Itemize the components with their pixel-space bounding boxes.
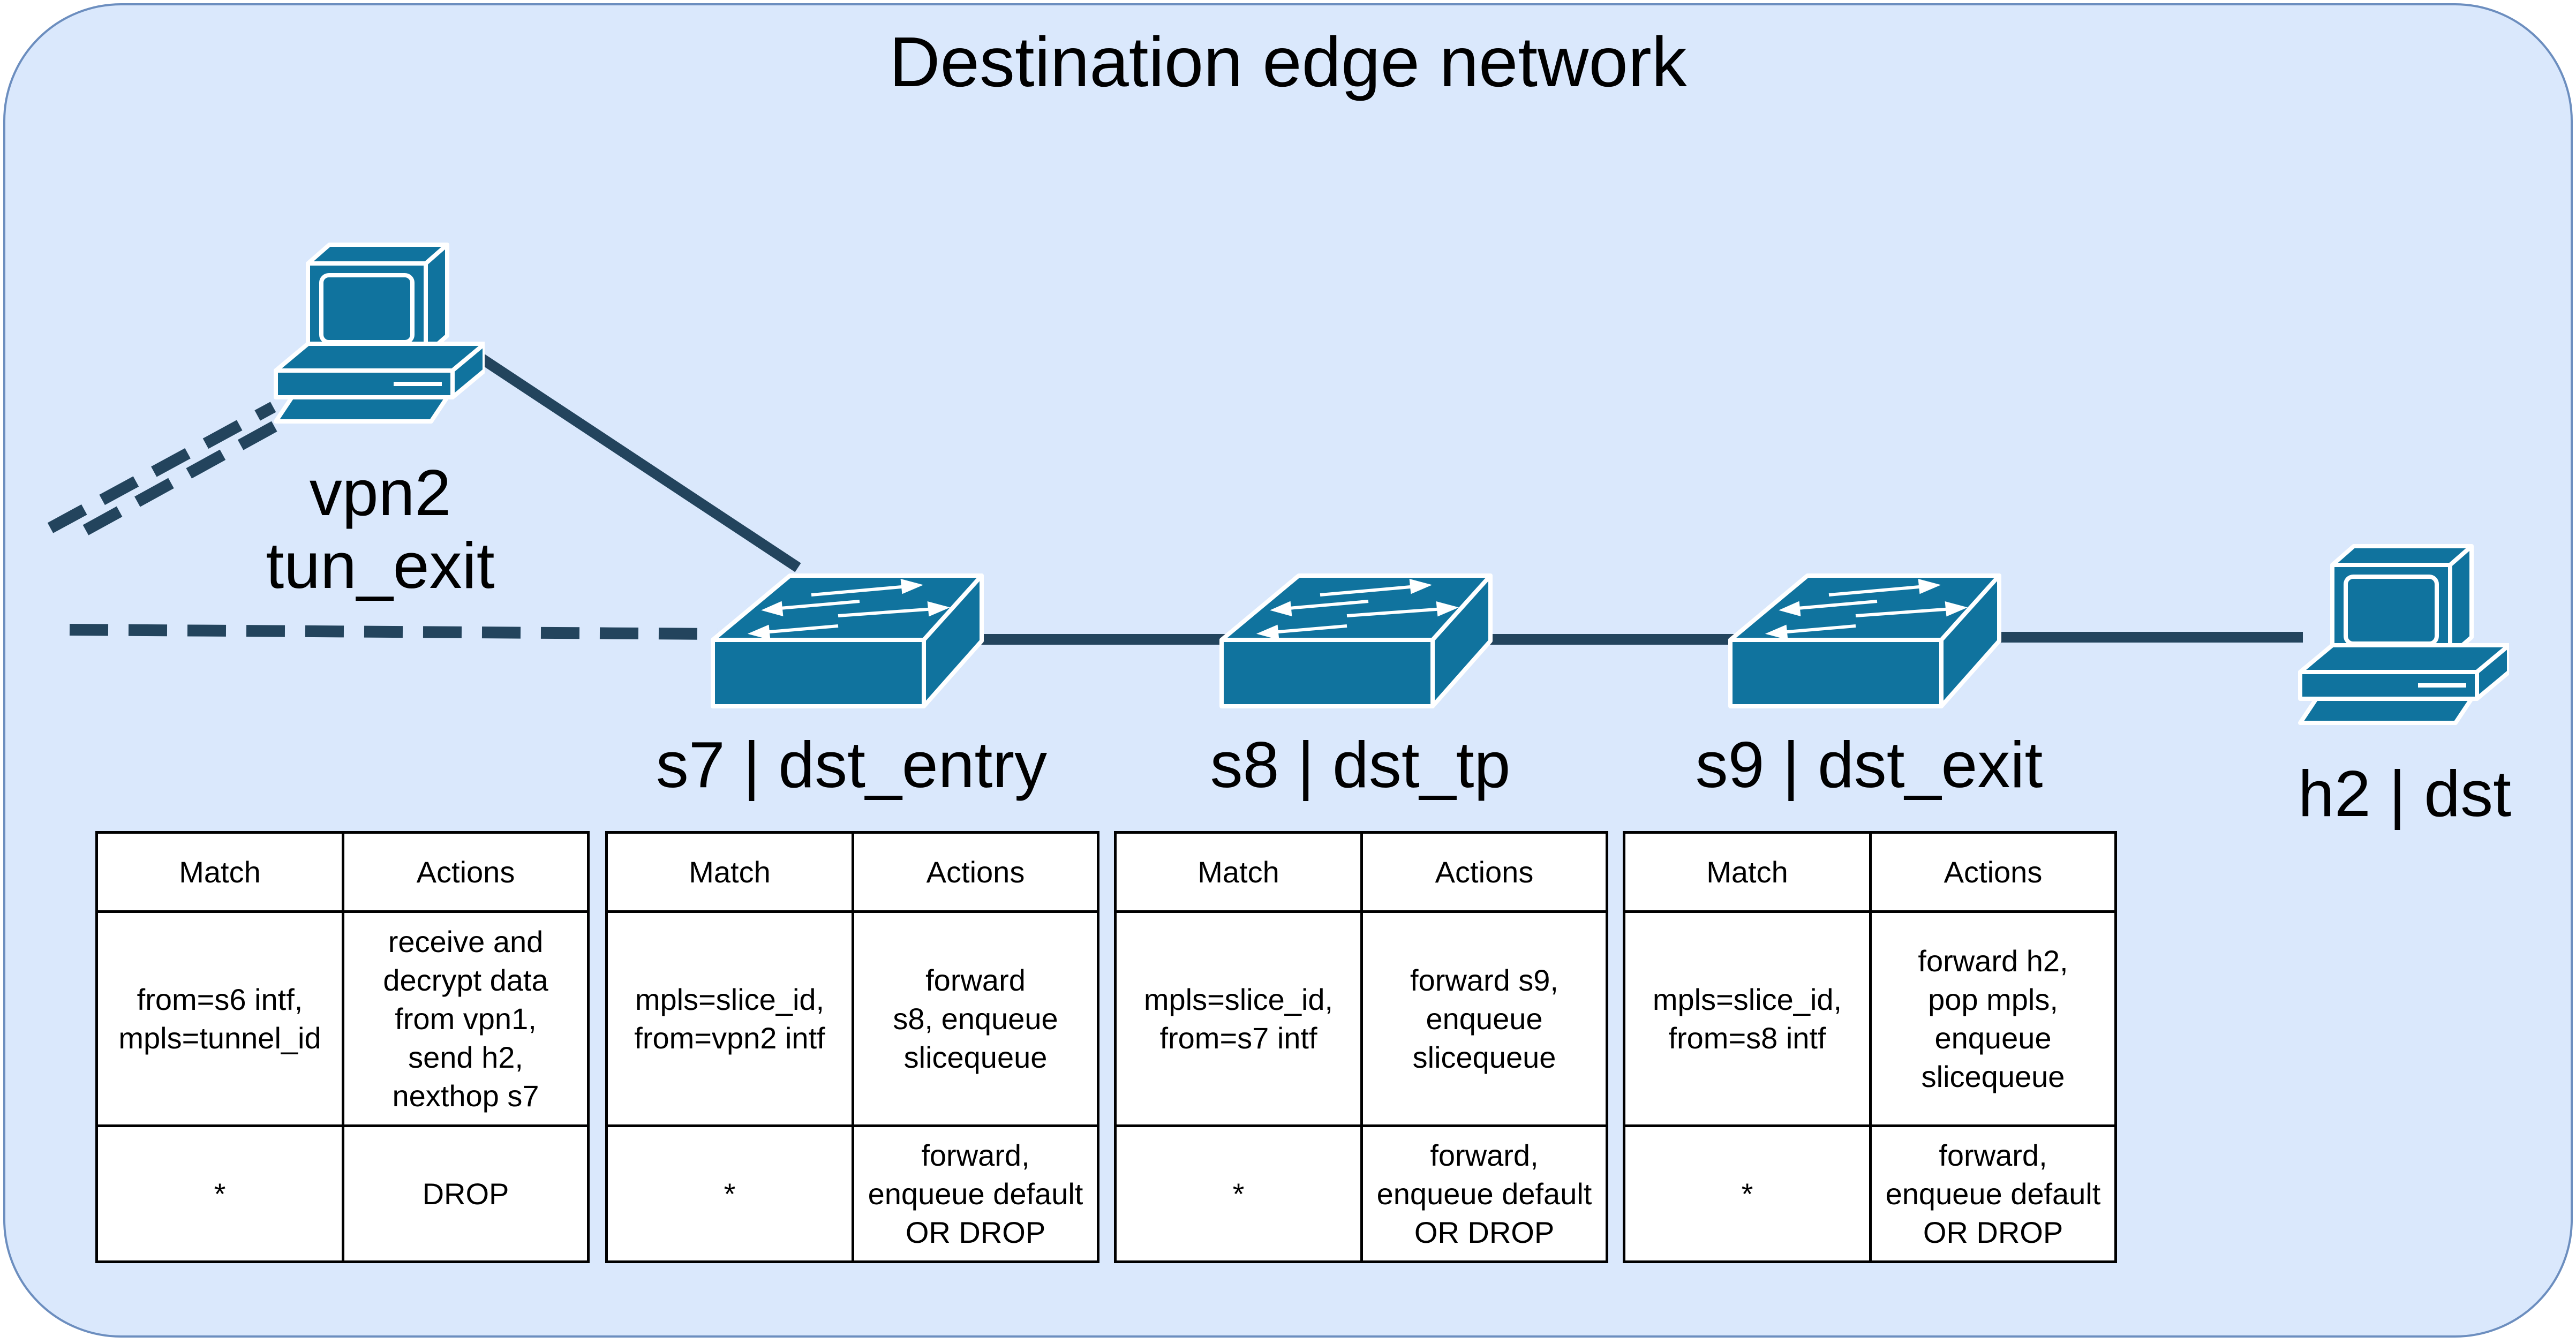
- link-external-vpn2-c: [82, 407, 303, 535]
- table-cell-match: mpls=slice_id, from=vpn2 intf: [605, 910, 854, 1127]
- table-header-match: Match: [605, 831, 854, 913]
- link-vpn2-s7: [479, 354, 801, 572]
- flow-table-s7: Match Actions mpls=slice_id, from=vpn2 i…: [605, 831, 1099, 1263]
- table-header-match: Match: [1114, 831, 1363, 913]
- table-cell-actions: forward, enqueue default OR DROP: [852, 1124, 1099, 1263]
- table-cell-actions: DROP: [342, 1124, 590, 1263]
- switch-icon: [1728, 573, 2001, 708]
- table-header-actions: Actions: [1869, 831, 2117, 913]
- link-external-vpn2-a: [47, 402, 276, 533]
- table-cell-actions: forward, enqueue default OR DROP: [1869, 1124, 2117, 1263]
- table-cell-actions: forward s9, enqueue slicequeue: [1360, 910, 1608, 1127]
- link-external-s7: [69, 624, 718, 640]
- table-cell-match: mpls=slice_id, from=s8 intf: [1623, 910, 1872, 1127]
- table-header-actions: Actions: [342, 831, 590, 913]
- flow-table-s9: Match Actions mpls=slice_id, from=s8 int…: [1623, 831, 2117, 1263]
- node-label-h2: h2 | dst: [2298, 757, 2511, 830]
- node-label-s8: s8 | dst_tp: [1210, 728, 1511, 801]
- flow-table-vpn2: Match Actions from=s6 intf, mpls=tunnel_…: [95, 831, 590, 1263]
- table-cell-actions: receive and decrypt data from vpn1, send…: [342, 910, 590, 1127]
- table-cell-actions: forward, enqueue default OR DROP: [1360, 1124, 1608, 1263]
- table-cell-actions: forward s8, enqueue slicequeue: [852, 910, 1099, 1127]
- table-header-actions: Actions: [852, 831, 1099, 913]
- table-header-match: Match: [95, 831, 344, 913]
- node-label-s7: s7 | dst_entry: [656, 728, 1048, 801]
- workstation-icon: [274, 243, 485, 424]
- table-cell-match: *: [1623, 1124, 1872, 1263]
- table-cell-actions: forward h2, pop mpls, enqueue slicequeue: [1869, 910, 2117, 1127]
- switch-icon: [711, 573, 984, 708]
- table-cell-match: from=s6 intf, mpls=tunnel_id: [95, 910, 344, 1127]
- table-cell-match: *: [605, 1124, 854, 1263]
- table-cell-match: *: [1114, 1124, 1363, 1263]
- node-label-vpn2: vpn2 tun_exit: [266, 456, 495, 602]
- diagram-title: Destination edge network: [889, 22, 1687, 101]
- table-header-match: Match: [1623, 831, 1872, 913]
- workstation-icon: [2298, 544, 2509, 725]
- table-cell-match: mpls=slice_id, from=s7 intf: [1114, 910, 1363, 1127]
- switch-icon: [1219, 573, 1493, 708]
- table-header-actions: Actions: [1360, 831, 1608, 913]
- table-cell-match: *: [95, 1124, 344, 1263]
- flow-table-s8: Match Actions mpls=slice_id, from=s7 int…: [1114, 831, 1608, 1263]
- node-label-s9: s9 | dst_exit: [1695, 728, 2043, 801]
